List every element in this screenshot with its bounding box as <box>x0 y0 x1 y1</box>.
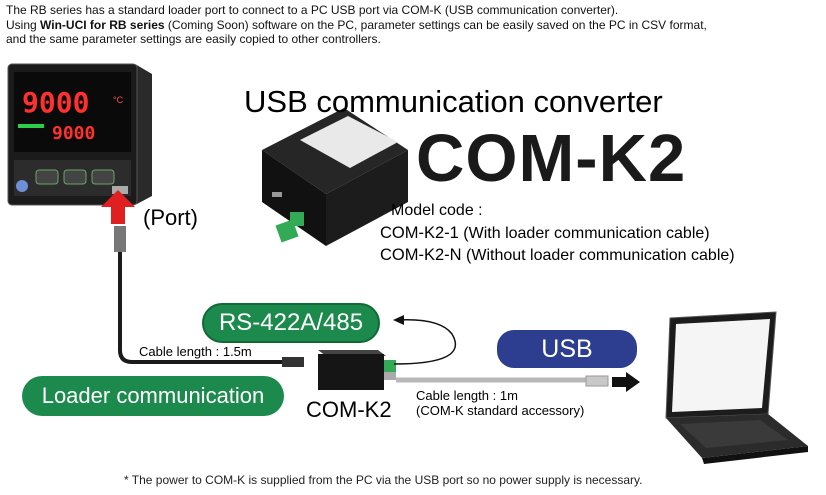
intro-line-1: The RB series has a standard loader port… <box>6 3 619 17</box>
rs-arrow <box>393 319 457 365</box>
footnote: * The power to COM-K is supplied from th… <box>124 473 643 487</box>
model-code-1: COM-K2-1 (With loader communication cabl… <box>380 224 710 242</box>
loader-label: Loader communication <box>22 376 284 416</box>
intro-line-3: and the same parameter settings are easi… <box>6 32 381 46</box>
cable-length-usb: Cable length : 1m <box>416 388 518 403</box>
laptop-image <box>665 311 808 464</box>
pv-display: 9000 <box>22 86 89 119</box>
port-arrow-icon <box>101 190 135 224</box>
product-model: COM-K2 <box>416 121 687 196</box>
sv-display: 9000 <box>52 123 95 144</box>
cable-length-loader: Cable length : 1.5m <box>139 344 252 359</box>
software-name: Win-UCI for RB series <box>40 17 165 32</box>
product-title: USB communication converter <box>244 84 663 119</box>
usb-arrow-icon <box>612 372 640 392</box>
loader-cable <box>118 228 300 364</box>
small-converter-image <box>318 350 396 390</box>
model-code-label: Model code : <box>391 202 483 219</box>
unit-label: °C <box>113 95 124 105</box>
converter-image <box>262 108 408 246</box>
cable-accessory-note: (COM-K standard accessory) <box>416 403 585 418</box>
usb-label: USB <box>497 330 637 368</box>
model-code-2: COM-K2-N (Without loader communication c… <box>380 246 735 264</box>
rs-label: RS-422A/485 <box>202 303 380 343</box>
port-label: (Port) <box>143 205 198 230</box>
device-label: COM-K2 <box>306 397 392 422</box>
controller-image: 9000 °C 9000 <box>7 63 152 206</box>
intro-text: The RB series has a standard loader port… <box>6 3 707 47</box>
intro-line-2: Using Win-UCI for RB series (Coming Soon… <box>6 17 707 32</box>
